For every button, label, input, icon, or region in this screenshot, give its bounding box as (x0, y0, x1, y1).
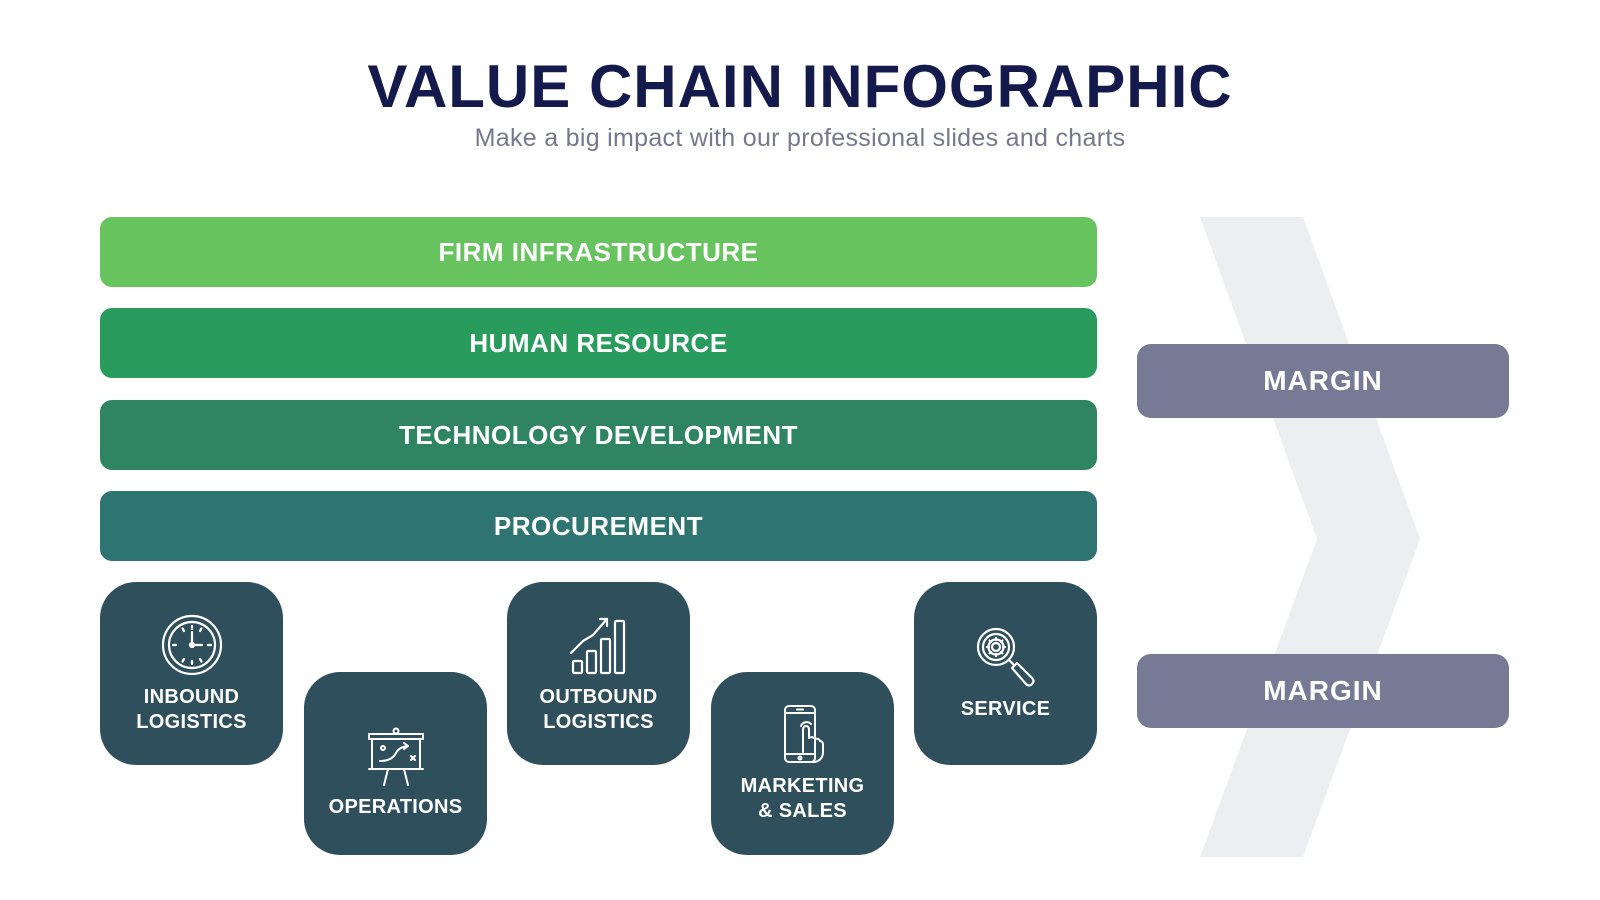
support-bar-label: HUMAN RESOURCE (469, 327, 728, 358)
margin-label: MARGIN (1263, 675, 1383, 706)
tile-outbound-logistics: OUTBOUND LOGISTICS (507, 582, 690, 765)
tile-marketing-sales: MARKETING & SALES (711, 672, 894, 855)
growth-chart-icon (569, 617, 625, 674)
presentation-board-icon (367, 727, 424, 786)
tile-operations: OPERATIONS (304, 672, 487, 855)
support-bar-human-resource: HUMAN RESOURCE (100, 308, 1097, 378)
tile-label: SERVICE (960, 698, 1051, 720)
page-subtitle: Make a big impact with our professional … (474, 124, 1126, 152)
magnifier-gear-icon (976, 627, 1035, 687)
support-bar-label: TECHNOLOGY DEVELOPMENT (398, 419, 799, 450)
tile-label: INBOUND LOGISTICS (136, 685, 247, 733)
tile-label: MARKETING & SALES (740, 774, 865, 822)
smartphone-touch-icon (783, 704, 824, 763)
tile-label: OUTBOUND LOGISTICS (539, 685, 658, 733)
chevron-arrow-shape (1200, 217, 1420, 857)
tile-label: OPERATIONS (328, 796, 463, 818)
clock-icon (161, 614, 222, 675)
support-bar-label: PROCUREMENT (493, 510, 704, 541)
tile-inbound-logistics: INBOUND LOGISTICS (100, 582, 283, 765)
page-title: VALUE CHAIN INFOGRAPHIC (367, 53, 1233, 120)
margin-box-top: MARGIN (1137, 344, 1509, 418)
support-bar-firm-infrastructure: FIRM INFRASTRUCTURE (100, 217, 1097, 287)
support-bar-procurement: PROCUREMENT (100, 491, 1097, 561)
support-bar-technology-development: TECHNOLOGY DEVELOPMENT (100, 400, 1097, 470)
tile-service: SERVICE (914, 582, 1097, 765)
margin-box-bottom: MARGIN (1137, 654, 1509, 728)
support-bar-label: FIRM INFRASTRUCTURE (438, 236, 759, 267)
margin-label: MARGIN (1263, 365, 1383, 396)
